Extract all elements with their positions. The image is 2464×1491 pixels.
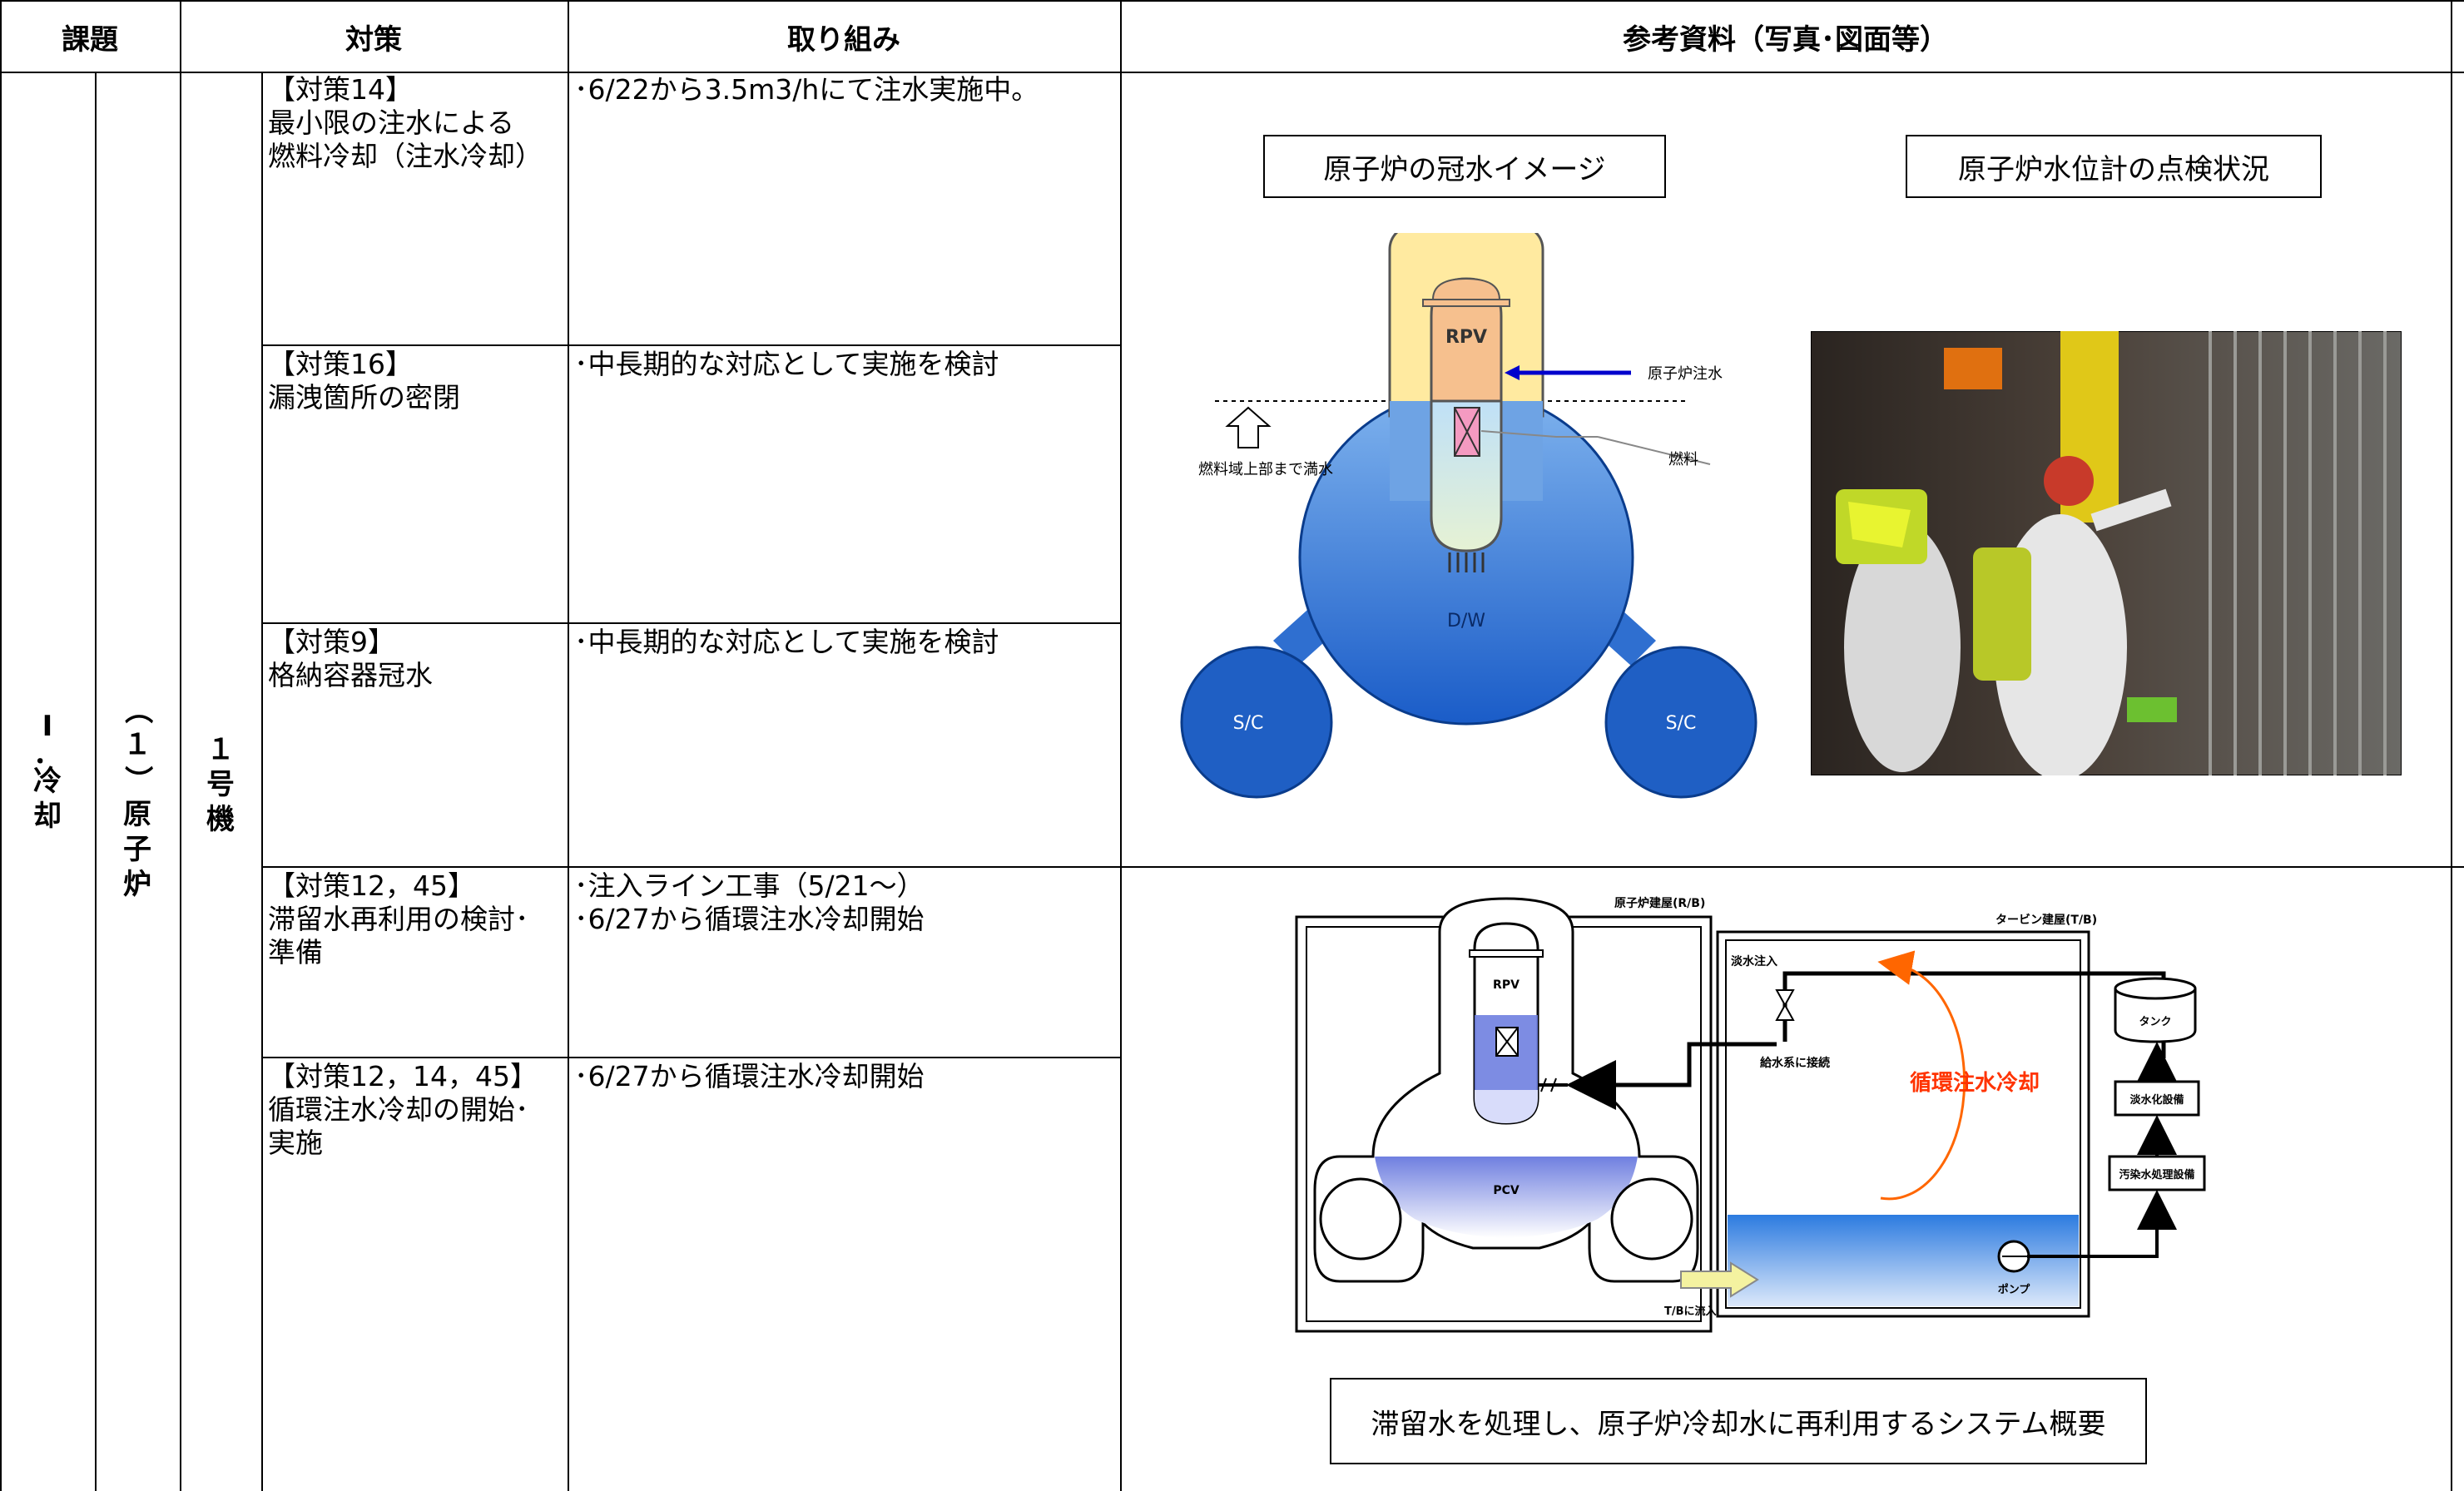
label-tank: タンク: [2139, 1016, 2171, 1028]
label-rb: 原子炉建屋(R/B): [1614, 896, 1705, 910]
inspection-photo: [1811, 331, 2402, 775]
caption-system-overview: 滞留水を処理し、原子炉冷却水に再利用するシステム概要: [1330, 1378, 2147, 1464]
label-pump: ポンプ: [1998, 1283, 2031, 1296]
circulation-arrow: [1877, 950, 1966, 1201]
action-12-14-45: ･6/27から循環注水冷却開始: [574, 1060, 925, 1092]
label-tb: タービン建屋(T/B): [1995, 913, 2097, 927]
measure-16: 【対策16】 漏洩箇所の密閉: [268, 348, 460, 414]
action-16: ･中長期的な対応として実施を検討: [574, 348, 999, 380]
label-fuel: 燃料: [1668, 451, 1698, 468]
caption-water-level-inspection: 原子炉水位計の点検状況: [1906, 135, 2322, 198]
label-treatment: 汚染水処理設備: [2119, 1168, 2194, 1181]
label-pcv: PCV: [1493, 1184, 1520, 1197]
action-12-45: ･注入ライン工事（5/21～） ･6/27から循環注水冷却開始: [574, 869, 925, 935]
measure-14: 【対策14】 最小限の注水による 燃料冷却（注水冷却）: [268, 73, 543, 172]
label-circulation: 循環注水冷却: [1910, 1070, 2040, 1096]
label-fresh-water: 淡水注入: [1731, 954, 1777, 968]
caption-flooding-image: 原子炉の冠水イメージ: [1263, 135, 1666, 198]
circulation-system-diagram: 原子炉建屋(R/B) タービン建屋(T/B) RPV PCV 淡水注入 給水系に…: [1295, 896, 2206, 1333]
issue-cooling: Ⅰ ． 冷 却: [33, 710, 62, 833]
label-rpv: RPV: [1445, 327, 1487, 348]
action-9: ･中長期的な対応として実施を検討: [574, 626, 999, 658]
sub-issue-reactor: （ １ ） 原 子 炉: [121, 696, 154, 901]
reactor-flooding-diagram: RPV 原子炉注水 燃料 燃料域上部まで満水 D/W S/C S/C: [1180, 233, 1758, 799]
sc-left-sphere: [1180, 646, 1333, 799]
label-outflow: T/Bに流入: [1664, 1305, 1717, 1318]
sc-right-sphere: [1604, 646, 1758, 799]
header-action: 取り組み: [787, 22, 900, 57]
label-feedwater: 給水系に接続: [1760, 1056, 1830, 1070]
unit-1: １ 号 機: [206, 733, 235, 836]
measure-12-14-45: 【対策12，14，45】 循環注水冷却の開始･ 実施: [268, 1060, 538, 1159]
label-desal: 淡水化設備: [2129, 1093, 2184, 1107]
treatment-box: [2108, 1155, 2206, 1191]
label-sc-left: S/C: [1233, 713, 1264, 734]
action-14: ･6/22から3.5m3/hにて注水実施中。: [574, 73, 1039, 106]
water-up-arrow: [1225, 406, 1272, 448]
header-reference: 参考資料（写真･図面等）: [1623, 22, 1948, 57]
measure-9: 【対策9】 格納容器冠水: [268, 626, 433, 691]
measure-12-45: 【対策12，45】 滞留水再利用の検討･ 準備: [268, 869, 529, 968]
label-rpv-small: RPV: [1493, 978, 1520, 992]
label-sc-right: S/C: [1666, 713, 1697, 734]
label-flood: 燃料域上部まで満水: [1198, 461, 1333, 478]
valve-icon: [1775, 989, 1795, 1021]
label-dw: D/W: [1447, 611, 1485, 632]
label-injection: 原子炉注水: [1648, 365, 1723, 383]
header-issue: 課題: [62, 22, 118, 57]
header-measure: 対策: [345, 22, 402, 57]
outflow-arrow: [1680, 1261, 1759, 1298]
